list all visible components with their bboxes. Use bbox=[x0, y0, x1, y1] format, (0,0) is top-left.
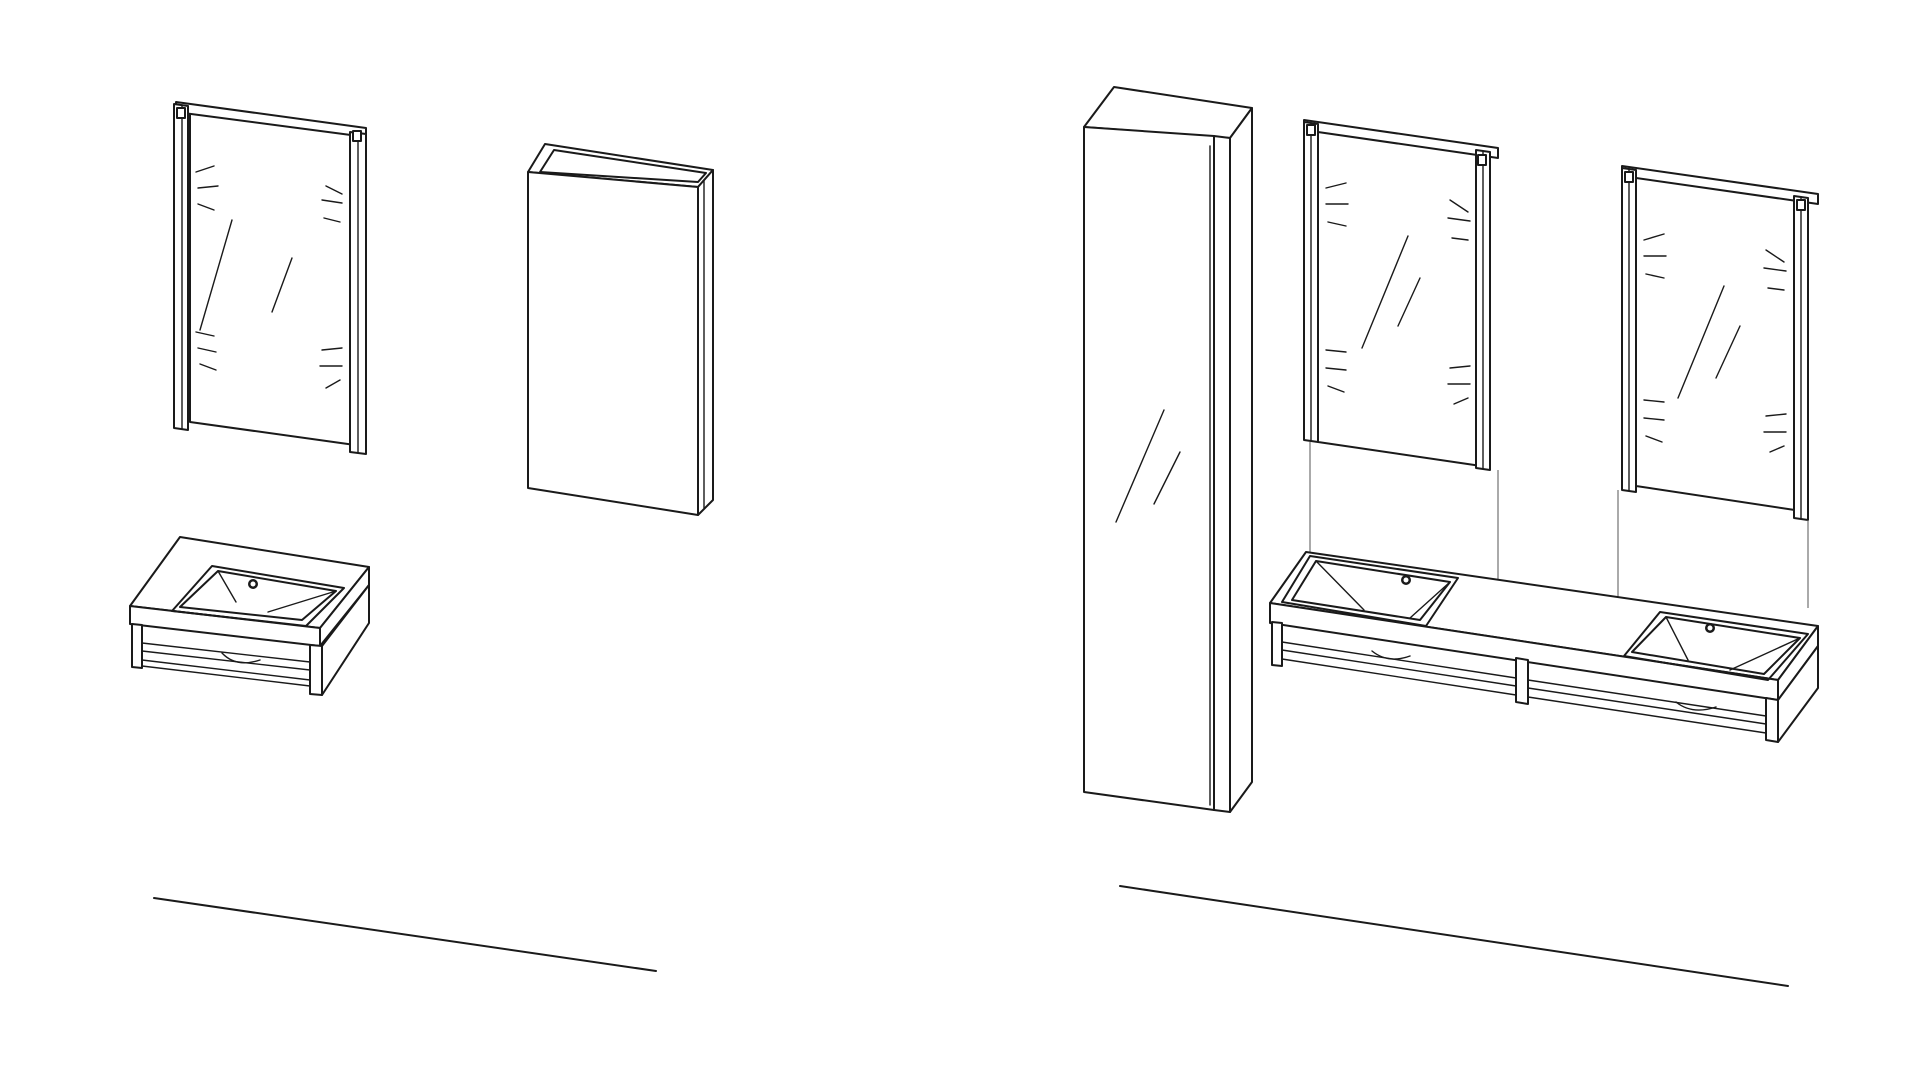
wall-cabinet bbox=[527, 143, 714, 516]
mirror-cabinet-small bbox=[173, 101, 367, 455]
washbasin-double bbox=[1269, 551, 1819, 743]
mirror-cabinet-left bbox=[1303, 119, 1499, 580]
floor-line-right bbox=[1119, 885, 1789, 987]
mirror-cabinet-right bbox=[1617, 165, 1819, 608]
washbasin-single bbox=[129, 536, 370, 696]
tall-cabinet bbox=[1083, 86, 1253, 813]
floor-line-left bbox=[153, 897, 657, 972]
